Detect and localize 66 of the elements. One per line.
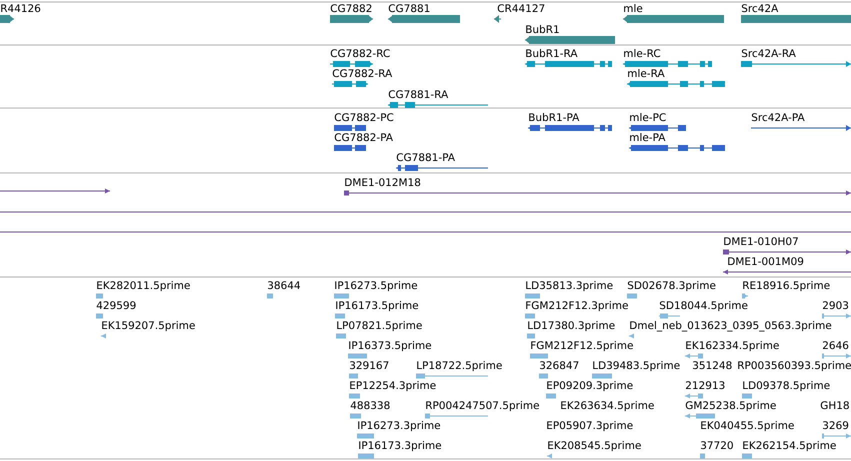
feature-label: EK159207.5prime [102,321,195,332]
feature-label: CG7881 [388,4,430,12]
feature-label: FGM212F12.5prime [531,341,633,352]
feature-label: Src42A [742,4,778,12]
feature-label: 351248 [693,361,732,370]
feature-label: EP05907.3prime [547,421,633,432]
feature-label: RP003560393.5prime [738,361,851,372]
feature-label: 38644 [268,281,300,290]
feature-label: mle-PC [630,113,666,122]
feature-label: SD02678.3prime [628,281,716,292]
feature-label: CG7881-RA [388,90,448,98]
feature-label: EP09209.3prime [547,381,633,392]
feature-label: EK282011.5prime [97,281,190,292]
feature-label: LD35813.3prime [526,281,613,292]
feature-label: SD18044.5prime [660,301,748,312]
feature-label: IP16273.3prime [358,421,440,432]
feature-label: R44126 [1,4,40,12]
feature-label: GM25238.5prime [686,401,776,412]
feature-label: IP16173.3prime [359,441,442,452]
feature-label: DME1-012M18 [345,178,420,186]
feature-label: IP16173.5prime [336,301,418,312]
feature-label: GH18 [820,401,849,410]
feature-label: 2646 [822,341,848,350]
feature-label: EK208545.5prime [548,441,641,452]
feature-label: mle-RC [624,49,660,58]
feature-label: BubR1-RA [526,49,578,58]
feature-label: Src42A-PA [752,113,805,122]
feature-label: 329167 [350,361,388,370]
feature-label: BubR1 [526,25,559,34]
feature-label: 326847 [540,361,578,370]
feature-label: EK263634.5prime [561,401,654,412]
feature-label: LP18722.5prime [417,361,502,372]
feature-label: CR44127 [498,4,544,12]
feature-label: CG7882 [330,4,372,12]
feature-label: CG7882-PA [334,133,393,142]
feature-label: LD09378.5prime [743,381,830,392]
feature-label: mle [624,4,642,12]
feature-label: 429599 [96,301,136,310]
feature-label: 37720 [701,441,733,450]
feature-label: EK262154.5prime [743,441,836,452]
feature-label: Src42A-RA [742,49,796,58]
feature-label: CG7881-PA [396,153,455,162]
feature-label: Dmel_neb_013623_0395_0563.3prime [630,321,832,332]
feature-label: RP004247507.5prime [426,401,539,412]
feature-label: DME1-010H07 [724,237,798,246]
feature-label: CG7882-PC [334,113,394,122]
feature-label: 3269 [823,421,848,430]
feature-label: RE18916.5prime [743,281,830,292]
feature-label: DME1-001M09 [728,257,804,266]
feature-label: mle-PA [630,133,666,142]
feature-label: LP07821.5prime [337,321,422,332]
feature-label: EK040455.5prime [701,421,794,432]
feature-label: mle-RA [628,69,665,78]
feature-label: 488338 [350,401,390,410]
feature-label: 2903 [822,301,848,310]
feature-label: FGM212F12.3prime [526,301,628,312]
feature-label: LD39483.5prime [593,361,680,372]
feature-label: EK162334.5prime [686,341,779,352]
feature-label: EP12254.3prime [350,381,436,392]
feature-label: IP16373.5prime [349,341,432,352]
feature-label: 212913 [686,381,724,390]
feature-label: LD17380.3prime [528,321,615,332]
feature-label: IP16273.5prime [335,281,418,292]
feature-label: BubR1-PA [529,113,580,122]
feature-label: CG7882-RC [330,49,390,58]
feature-label: CG7882-RA [332,69,392,78]
